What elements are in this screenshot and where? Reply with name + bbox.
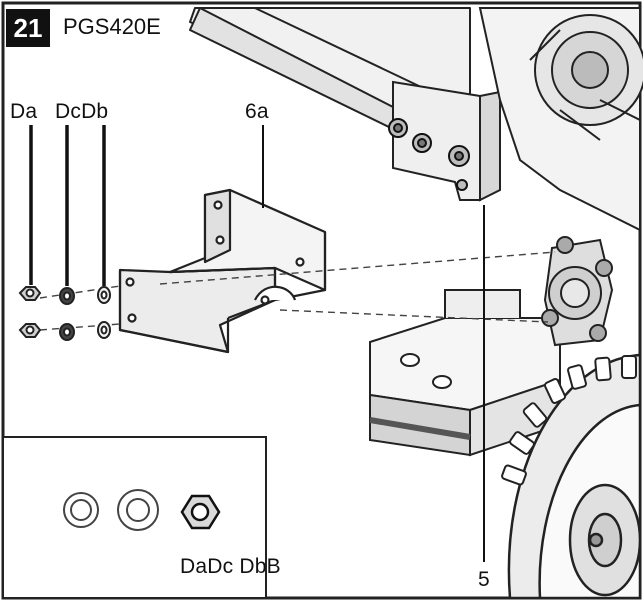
label-dcdb: DcDb bbox=[55, 100, 109, 123]
step-number: 21 bbox=[6, 9, 50, 47]
label-part-5: 5 bbox=[478, 568, 490, 591]
label-da: Da bbox=[10, 100, 38, 123]
mount-plate bbox=[392, 80, 501, 202]
wheel-tire bbox=[507, 353, 642, 600]
inset-box bbox=[2, 436, 267, 599]
hardware-fasteners bbox=[18, 286, 111, 341]
flat-washer bbox=[117, 489, 159, 531]
wheel-hub bbox=[541, 236, 614, 347]
split-washer bbox=[63, 492, 99, 528]
callout-leaders bbox=[29, 125, 485, 562]
mount-bolts bbox=[388, 118, 470, 191]
tire-treads bbox=[501, 355, 637, 486]
inset-parts bbox=[63, 489, 221, 531]
model-title: PGS420E bbox=[63, 14, 161, 39]
label-part-6a: 6a bbox=[245, 100, 269, 123]
inset-caption: DaDc DbB bbox=[180, 555, 281, 578]
base-block bbox=[369, 289, 561, 457]
bracket-6a bbox=[118, 188, 327, 354]
engine bbox=[478, 7, 643, 232]
